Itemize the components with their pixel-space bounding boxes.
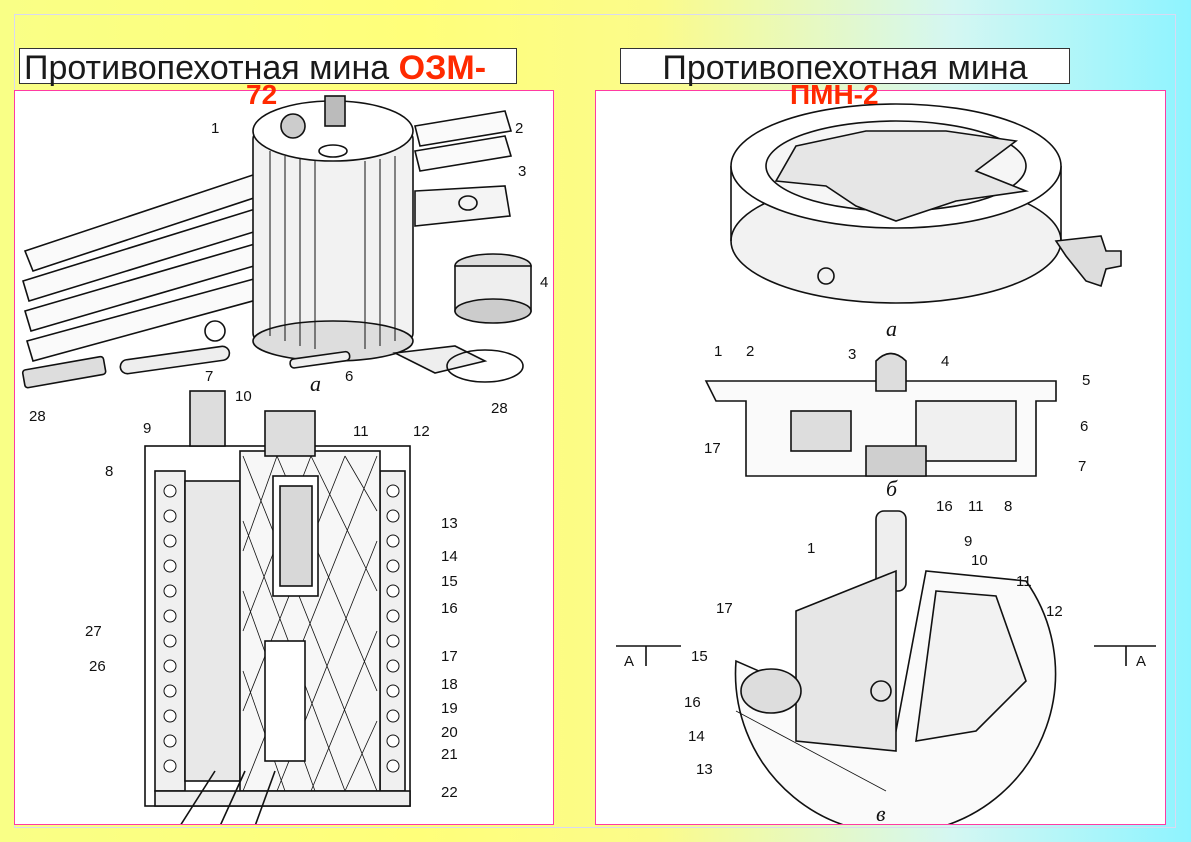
label-28: 28 (29, 408, 46, 425)
subfig-b-label: б (886, 476, 898, 501)
label-c-16: 16 (684, 694, 701, 711)
label-9: 9 (143, 420, 151, 437)
label-17: 17 (441, 648, 458, 665)
label-4: 4 (540, 274, 548, 291)
subfig-c-label: в (876, 801, 886, 825)
label-b-6: 6 (1080, 418, 1088, 435)
label-c-10: 10 (971, 552, 988, 569)
ozm72-drawing: 1 2 3 4 28 6 7 28 а (21, 95, 548, 824)
label-26: 26 (89, 658, 106, 675)
pmn2-drawing: а 1 2 3 4 5 6 7 8 11 16 17 б (616, 103, 1156, 825)
pmn2-section-c-labels: 1 9 10 11 12 13 14 15 16 17 А А в (624, 533, 1146, 825)
label-16: 16 (441, 600, 458, 617)
label-1: 1 (211, 120, 219, 137)
label-b-7: 7 (1078, 458, 1086, 475)
label-b-8: 8 (1004, 498, 1012, 515)
label-c-17: 17 (716, 600, 733, 617)
label-14: 14 (441, 548, 458, 565)
label-20: 20 (441, 724, 458, 741)
label-b-1: 1 (714, 343, 722, 360)
label-10: 10 (235, 388, 252, 405)
ozm72-section-labels: 8 9 10 11 12 13 14 15 16 17 18 19 20 21 … (85, 388, 458, 801)
label-5: 28 (491, 400, 508, 417)
label-b-17: 17 (704, 440, 721, 457)
label-3: 3 (518, 163, 526, 180)
subfig-a-label-right: а (886, 316, 897, 341)
pmn2-section-b-labels: 1 2 3 4 5 6 7 8 11 16 17 б (704, 343, 1090, 515)
label-22: 22 (441, 784, 458, 801)
label-15: 15 (441, 573, 458, 590)
title-pmn2-text: Противопехотная мина (662, 49, 1028, 87)
title-ozm72-prefix: Противопехотная мина (24, 49, 399, 87)
ozm72-top-labels: 1 2 3 4 28 6 7 28 а (29, 120, 548, 425)
label-c-9: 9 (964, 533, 972, 550)
label-12: 12 (413, 423, 430, 440)
label-c-11: 11 (1016, 573, 1032, 590)
title-pmn2-highlight: ПМН-2 (790, 79, 879, 110)
pmn2-drawing-panel: а 1 2 3 4 5 6 7 8 11 16 17 б (595, 90, 1166, 825)
label-7: 7 (205, 368, 213, 385)
label-c-12: 12 (1046, 603, 1063, 620)
section-mark-left: А (624, 653, 634, 670)
label-b-11: 11 (968, 498, 984, 515)
title-ozm72-highlight-cont: 72 (246, 79, 278, 110)
label-18: 18 (441, 676, 458, 693)
label-19: 19 (441, 700, 458, 717)
label-2: 2 (515, 120, 523, 137)
title-pmn2: Противопехотная мина (620, 48, 1070, 87)
pmn2-exterior-view (730, 103, 1122, 304)
title-ozm72-highlight: ОЗМ- (398, 49, 487, 87)
label-b-16: 16 (936, 498, 953, 515)
label-b-5: 5 (1082, 372, 1090, 389)
label-c-1: 1 (807, 540, 815, 557)
label-b-3: 3 (848, 346, 856, 363)
label-8: 8 (105, 463, 113, 480)
subfig-a-label: а (310, 371, 321, 396)
label-27: 27 (85, 623, 102, 640)
label-b-4: 4 (941, 353, 949, 370)
title-ozm72: Противопехотная мина ОЗМ- (19, 48, 517, 87)
label-b-2: 2 (746, 343, 754, 360)
label-11: 11 (353, 423, 369, 440)
label-c-15: 15 (691, 648, 708, 665)
label-13: 13 (441, 515, 458, 532)
label-c-13: 13 (696, 761, 713, 778)
ozm72-cross-section (144, 390, 411, 824)
label-6: 6 (345, 368, 353, 385)
section-mark-right: А (1136, 653, 1146, 670)
pmn2-section-b (704, 352, 1057, 477)
pmn2-section-c (616, 510, 1156, 824)
label-c-14: 14 (688, 728, 705, 745)
ozm72-drawing-panel: 1 2 3 4 28 6 7 28 а (14, 90, 554, 825)
ozm72-exterior-view (21, 95, 532, 389)
label-21: 21 (441, 746, 458, 763)
